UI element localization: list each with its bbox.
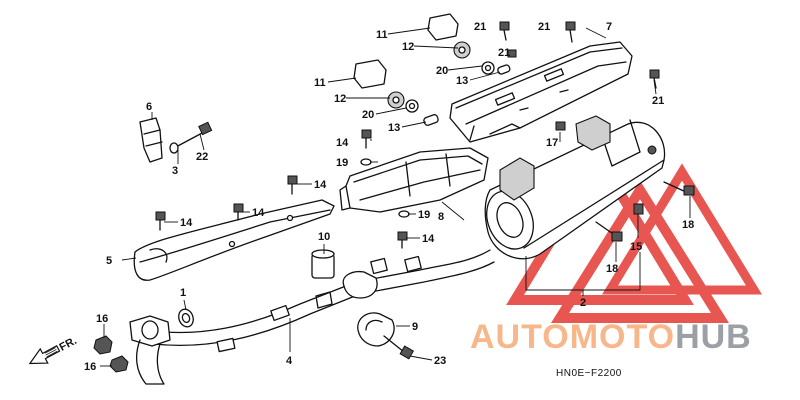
callout-13-upper: 13	[456, 75, 468, 87]
watermark-text-part-b: HUB	[675, 318, 752, 356]
callout-21-b: 21	[538, 21, 550, 33]
heat-shield-upper	[449, 41, 633, 143]
bracket	[139, 117, 163, 163]
callout-14-a: 14	[336, 137, 349, 149]
callout-13-lower: 13	[388, 122, 400, 134]
callout-21-c: 21	[498, 47, 510, 59]
callout-22: 22	[196, 151, 208, 163]
callout-21-a: 21	[474, 21, 486, 33]
callout-14-e: 14	[422, 233, 435, 245]
callout-8: 8	[438, 211, 444, 223]
exhaust-band	[342, 270, 395, 347]
exhaust-pipe-cover	[133, 199, 335, 281]
callout-7: 7	[606, 21, 612, 33]
callout-18-a: 18	[606, 263, 618, 275]
direction-label: FR.	[58, 335, 79, 354]
callout-20-lower: 20	[362, 109, 374, 121]
callout-19-b: 19	[418, 209, 430, 221]
callout-15: 15	[630, 241, 642, 253]
callout-numbers: 11 12 20 13 21 21 21 7 21 11 12 20 13 6 …	[84, 21, 694, 373]
muffler-seal	[311, 249, 335, 279]
callout-14-d: 14	[180, 217, 193, 229]
callout-9: 9	[412, 321, 418, 333]
watermark-text-part-a: AUTOMOTO	[470, 318, 676, 356]
rubber-mount-set-upper	[427, 13, 511, 75]
protector-middle	[339, 147, 489, 213]
callout-1: 1	[180, 287, 186, 299]
rubber-mount-set-lower	[353, 59, 439, 126]
callout-18-b: 18	[682, 219, 694, 231]
callout-10: 10	[318, 231, 330, 243]
muffler-assembly	[484, 115, 666, 260]
callout-16-a: 16	[96, 313, 108, 325]
callout-3: 3	[172, 165, 178, 177]
callout-6: 6	[146, 101, 152, 113]
gasket	[178, 308, 194, 328]
watermark-text: AUTOMOTOHUB	[470, 318, 752, 357]
callout-4: 4	[286, 355, 293, 367]
callout-2: 2	[580, 297, 586, 309]
callout-20-upper: 20	[436, 65, 448, 77]
callout-11-upper: 11	[376, 29, 388, 41]
callout-21-d: 21	[652, 95, 664, 107]
callout-11-lower: 11	[314, 77, 326, 89]
leader-lines	[100, 27, 691, 367]
callout-14-b: 14	[314, 179, 327, 191]
exhaust-pipe	[129, 249, 495, 385]
callout-14-c: 14	[252, 207, 265, 219]
callout-12-upper: 12	[402, 41, 414, 53]
front-direction-arrow: FR.	[28, 335, 79, 365]
callout-23: 23	[434, 355, 446, 367]
callout-16-b: 16	[84, 361, 96, 373]
callout-17: 17	[546, 137, 558, 149]
figure-code: HN0E−F2200	[556, 368, 622, 379]
callout-5: 5	[106, 255, 112, 267]
callout-12-lower: 12	[334, 93, 346, 105]
callout-19-a: 19	[336, 157, 348, 169]
